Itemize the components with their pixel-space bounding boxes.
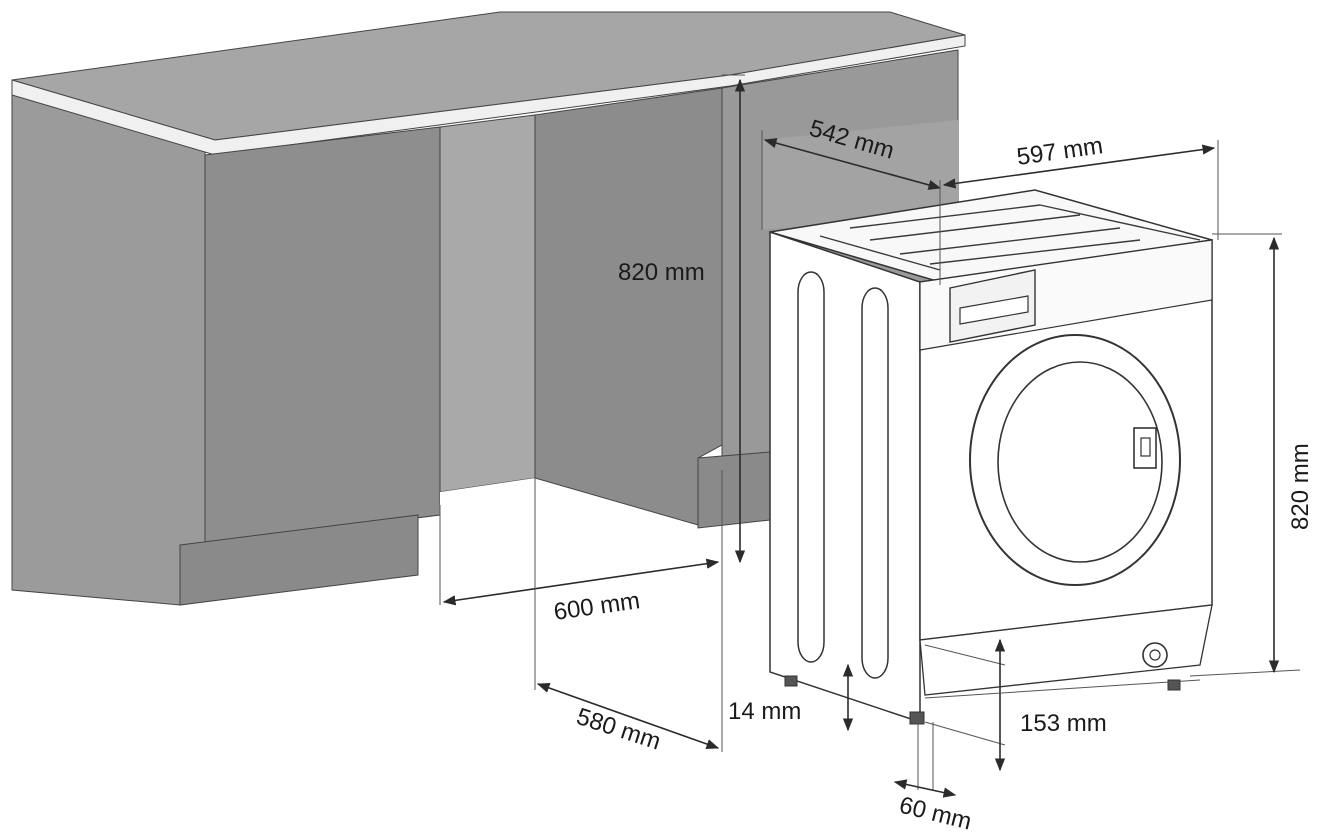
countertop-front-edge	[11, 34, 966, 156]
foot-front-right	[1167, 679, 1181, 691]
niche-back-wall	[439, 114, 536, 493]
label-foot-height: 14 mm	[728, 698, 801, 725]
side-handle-slot-1	[797, 271, 825, 663]
label-foot-setback: 60 mm	[897, 792, 975, 836]
cabinet-right-side	[534, 87, 723, 526]
filter-cap-center	[1149, 649, 1161, 661]
label-height-cabinet: 820 mm	[618, 259, 705, 286]
machine-door-inner	[997, 361, 1163, 563]
door-handle-inner	[1140, 437, 1151, 457]
machine-side-panel	[769, 230, 921, 724]
foot-front-left	[909, 711, 925, 725]
machine-top-ribs	[819, 204, 1201, 271]
label-niche-depth: 580 mm	[573, 703, 664, 755]
label-niche-width: 600 mm	[552, 587, 642, 626]
detergent-drawer-handle	[959, 295, 1029, 325]
label-height-right: 820 mm	[1287, 443, 1314, 530]
width-top-arrow	[942, 144, 1216, 189]
dimension-lines	[439, 74, 1301, 798]
foot-setback-arrow	[893, 779, 957, 798]
label-door-offset: 153 mm	[1020, 710, 1107, 737]
niche-depth-arrow	[536, 683, 720, 749]
depth-top-arrow	[763, 138, 942, 190]
cabinet-left-plinth	[179, 514, 419, 606]
cabinet-left-side	[11, 84, 206, 606]
niche-width-arrow	[442, 558, 720, 606]
cabinet-left-front	[204, 126, 441, 546]
washing-machine	[769, 189, 1213, 725]
cabinet-right-plinth	[697, 451, 771, 529]
machine-base	[919, 604, 1213, 696]
foot-rear-left	[784, 675, 798, 687]
side-handle-slot-2	[861, 287, 889, 679]
